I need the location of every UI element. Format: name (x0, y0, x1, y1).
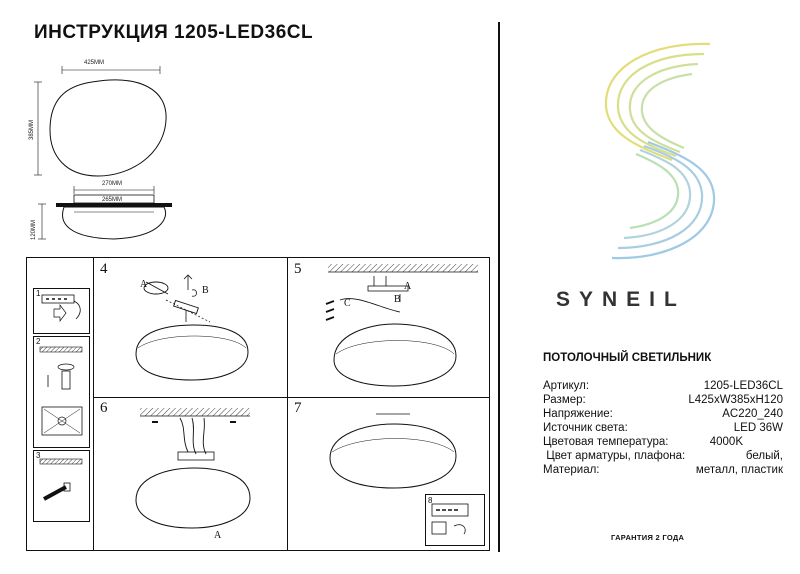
spec-label: Артикул: (543, 380, 590, 392)
spec-label: Материал: (543, 464, 600, 476)
spec-value: 4000K (709, 436, 743, 448)
step-number-3: 3 (36, 451, 41, 460)
spec-label: Цветовая температура: (543, 436, 669, 448)
spec-value: AC220_240 (722, 408, 783, 420)
step-7-illustration (329, 413, 457, 489)
step-3-illustration (39, 458, 83, 501)
side-outer-label: 270ММ (102, 181, 123, 187)
product-title: ПОТОЛОЧНЫЙ СВЕТИЛЬНИК (543, 352, 712, 364)
step-4-label-a: A (140, 279, 148, 290)
step-2-box (33, 336, 90, 448)
syneil-logo-icon (604, 42, 716, 260)
step-5-label-b: B (394, 294, 401, 305)
side-inner-label: 265ММ (102, 197, 123, 203)
step-number-6: 6 (100, 400, 108, 416)
small-steps-column (27, 258, 94, 550)
top-width-label: 425ММ (84, 60, 105, 66)
spec-row-voltage: Напряжение: AC220_240 (543, 407, 783, 421)
step-6-label-a: A (214, 530, 222, 541)
assembly-steps-grid (26, 257, 490, 551)
spec-label: Источник света: (543, 422, 628, 434)
step-number-4: 4 (100, 261, 108, 277)
grid-col-divider (287, 258, 288, 550)
spec-label: Размер: (543, 394, 586, 406)
spec-value: белый, (745, 450, 783, 462)
spec-value: LED 36W (733, 422, 783, 434)
brand-name: SYNEIL (556, 288, 686, 311)
step-5-illustration (325, 264, 478, 387)
step-number-2: 2 (36, 337, 41, 346)
spec-label: Цвет арматуры, плафона: (543, 450, 686, 462)
page-title: ИНСТРУКЦИЯ 1205-LED36CL (34, 22, 314, 43)
top-height-label: 385ММ (29, 119, 35, 140)
step-8-illustration (431, 503, 469, 535)
step-1-box (33, 288, 90, 334)
step-8-box (425, 494, 485, 546)
step-number-5: 5 (294, 261, 302, 277)
step-4-illustration (135, 274, 249, 381)
step-3-box (33, 450, 90, 522)
grid-row-divider (93, 397, 489, 398)
spec-row-size: Размер: L425xW385xH120 (543, 393, 783, 407)
spec-value: L425xW385xH120 (688, 394, 783, 406)
top-view-drawing (34, 66, 167, 177)
side-height-label: 120ММ (31, 219, 37, 240)
spec-row-article: Артикул: 1205-LED36CL (543, 379, 783, 393)
step-2-illustration (39, 346, 83, 436)
step-number-8: 8 (428, 496, 433, 505)
spec-row-fitting-color: Цвет арматуры, плафона: белый, (543, 449, 783, 463)
side-view-drawing (38, 186, 172, 240)
step-4-label-b: B (202, 285, 209, 296)
spec-row-material: Материал: металл, пластик (543, 463, 783, 477)
step-number-1: 1 (36, 289, 41, 298)
spec-row-light-source: Источник света: LED 36W (543, 421, 783, 435)
step-6-illustration (135, 408, 251, 529)
spec-label: Напряжение: (543, 408, 613, 420)
spec-row-color-temp: Цветовая температура: 4000K (543, 435, 743, 449)
step-5-label-c: C (344, 298, 351, 309)
step-number-7: 7 (294, 400, 302, 416)
step-5-label-a: A (404, 281, 412, 292)
step-1-illustration (41, 294, 81, 323)
warranty-text: ГАРАНТИЯ 2 ГОДА (611, 533, 685, 542)
spec-value: металл, пластик (695, 464, 783, 476)
page-divider (498, 22, 500, 552)
spec-value: 1205-LED36CL (703, 380, 783, 392)
